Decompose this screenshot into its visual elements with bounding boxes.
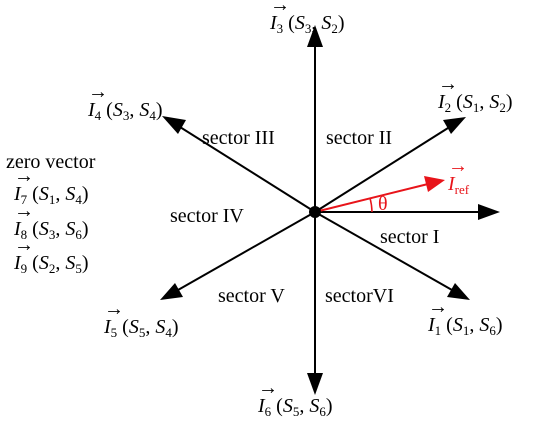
vector-i5-line [177, 211, 316, 291]
vector-i1-line [314, 211, 453, 291]
vector-i4-label: I4 (S3, S4) [87, 99, 163, 123]
zero-vector-i7-arrow-glyph: → [14, 165, 34, 187]
zero-vector-title: zero vector [6, 151, 96, 173]
vector-i4-arrow-glyph: → [88, 81, 108, 103]
sector-labels: sector I sector II sector III sector IV … [170, 127, 439, 307]
vector-i3-arrowhead [307, 25, 323, 47]
vector-i2-arrow-glyph: → [438, 73, 458, 95]
reference-vector-label: Iref [447, 173, 470, 197]
zero-vector-i8: I8 (S3, S6) [13, 218, 89, 242]
reference-vector-arrowhead [424, 176, 445, 192]
vector-i6-label: I6 (S5, S6) [257, 395, 333, 419]
vector-i2-label: I2 (S1, S2) [437, 91, 513, 115]
vector-lines [160, 25, 500, 395]
zero-vector-i8-arrow-glyph: → [14, 200, 34, 222]
reference-vector-arrow-glyph: → [448, 155, 468, 177]
vector-i6-arrow-glyph: → [258, 377, 278, 399]
zero-vector-i7: I7 (S1, S4) [13, 183, 89, 207]
zero-vector-list: zero vector I7 (S1, S4) → I8 (S3, S6) → … [6, 151, 96, 276]
vector-i2-arrowhead [443, 117, 466, 134]
vector-i1-arrowhead [447, 283, 470, 300]
theta-arc [369, 197, 373, 213]
sector-4-label: sector IV [170, 205, 244, 227]
vector-labels: I3 (S3, S2) → I4 (S3, S4) → I2 (S1, S2) … [87, 0, 513, 419]
reference-vector-line [314, 183, 429, 213]
vector-i4-arrowhead [162, 116, 186, 134]
reference-vector [314, 176, 445, 213]
vector-i1-arrow-glyph: → [428, 296, 448, 318]
origin-point [309, 206, 321, 218]
vector-i5-arrow-glyph: → [104, 298, 124, 320]
sector-6-label: sectorVI [325, 285, 394, 307]
sector-1-label: sector I [380, 226, 439, 248]
sector-3-label: sector III [202, 127, 275, 149]
vector-i6-arrowhead [307, 373, 323, 395]
vector-i3-label: I3 (S3, S2) [269, 12, 345, 36]
vector-i5-label: I5 (S5, S4) [103, 316, 179, 340]
vector-i3-arrow-glyph: → [270, 0, 290, 16]
reference-label: Iref → θ [378, 155, 470, 215]
vector-i5-arrowhead [160, 283, 183, 300]
vector-i2-line [314, 127, 449, 213]
zero-vector-i9: I9 (S2, S5) [13, 252, 89, 276]
sector-5-label: sector V [218, 285, 285, 307]
theta-label: θ [378, 193, 388, 215]
sector-2-label: sector II [326, 127, 392, 149]
zero-vector-i9-arrow-glyph: → [14, 234, 34, 256]
vector-i4-line [179, 126, 316, 213]
reference-axis-arrowhead [478, 204, 500, 220]
vector-i1-label: I1 (S1, S6) [427, 314, 503, 338]
